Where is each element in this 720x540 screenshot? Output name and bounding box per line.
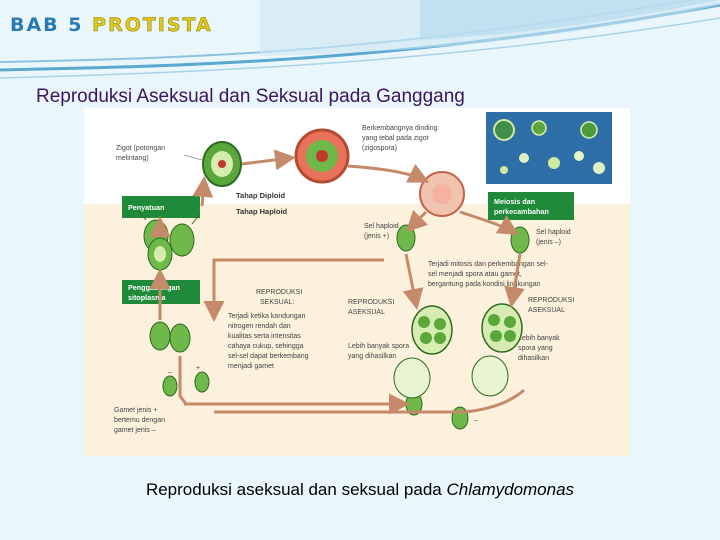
zygospore-thick-wall — [294, 128, 350, 184]
zigot-label: Zigot (potongan melintang) — [116, 145, 167, 162]
more-spores-label-2: Lebih banyak spora yang dihasilkan — [518, 335, 562, 362]
zygote-cross-section — [202, 141, 242, 187]
meiosis-label: Meiosis dan perkecambahan — [494, 197, 549, 216]
plus-sign-gamete: + — [196, 365, 200, 372]
penyatuan-box — [122, 196, 200, 218]
haploid-stage-label: Tahap Haploid — [236, 207, 288, 216]
cytoplasm-fusion-cell — [147, 237, 173, 271]
figure-caption: Reproduksi aseksual dan seksual pada Chl… — [0, 480, 720, 500]
germinating-zygospore — [419, 171, 465, 217]
slide-header: BAB 5 PROTISTA — [0, 0, 720, 90]
diploid-stage-label: Tahap Diploid — [236, 191, 285, 200]
thick-wall-label: Berkembangnya dinding yang tebal pada zi… — [362, 125, 439, 152]
caption-species: Chlamydomonas — [446, 480, 575, 499]
asexual-label-2: REPRODUKSI ASEKSUAL — [528, 297, 576, 314]
haploid-minus-label: Sel haploid (jenis –) — [536, 229, 573, 246]
asexual-label-1: REPRODUKSI ASEKSUAL — [348, 299, 396, 316]
gamete-label: Gamet jenis + bertemu dengan gamet jenis… — [114, 407, 167, 434]
micrograph-photo — [486, 112, 612, 184]
minus-sign-cycle: – — [474, 417, 478, 424]
cycle-arrows — [149, 149, 526, 415]
sexual-title: REPRODUKSI SEKSUAL: — [256, 289, 304, 306]
sexual-description: Terjadi ketika kandungan nitrogen rendah… — [228, 313, 311, 370]
mitosis-label: Terjadi mitosis dan perkembangan sel- se… — [428, 261, 550, 288]
sporangia-cells — [393, 303, 523, 399]
header-swoosh-decoration — [0, 0, 720, 79]
caption-text: Reproduksi aseksual dan seksual pada — [145, 480, 447, 499]
penyatuan-label: Penyatuan — [128, 203, 164, 212]
chapter-title: BAB 5 PROTISTA — [10, 14, 213, 37]
gamete-cells — [149, 321, 210, 397]
haploid-plus-label: Sel haploid (jenis +) — [364, 223, 401, 240]
minus-sign-gamete: – — [168, 369, 172, 376]
chapter-name: PROTISTA — [92, 14, 213, 37]
chapter-number: BAB 5 — [10, 14, 84, 36]
more-spores-label-1: Lebih banyak spora yang dihasilkan — [348, 343, 411, 360]
slide-subtitle: Reproduksi Aseksual dan Seksual pada Gan… — [36, 86, 465, 107]
chlamydomonas-life-cycle-diagram: Zigot (potongan melintang) Berkembangnya… — [84, 108, 630, 456]
